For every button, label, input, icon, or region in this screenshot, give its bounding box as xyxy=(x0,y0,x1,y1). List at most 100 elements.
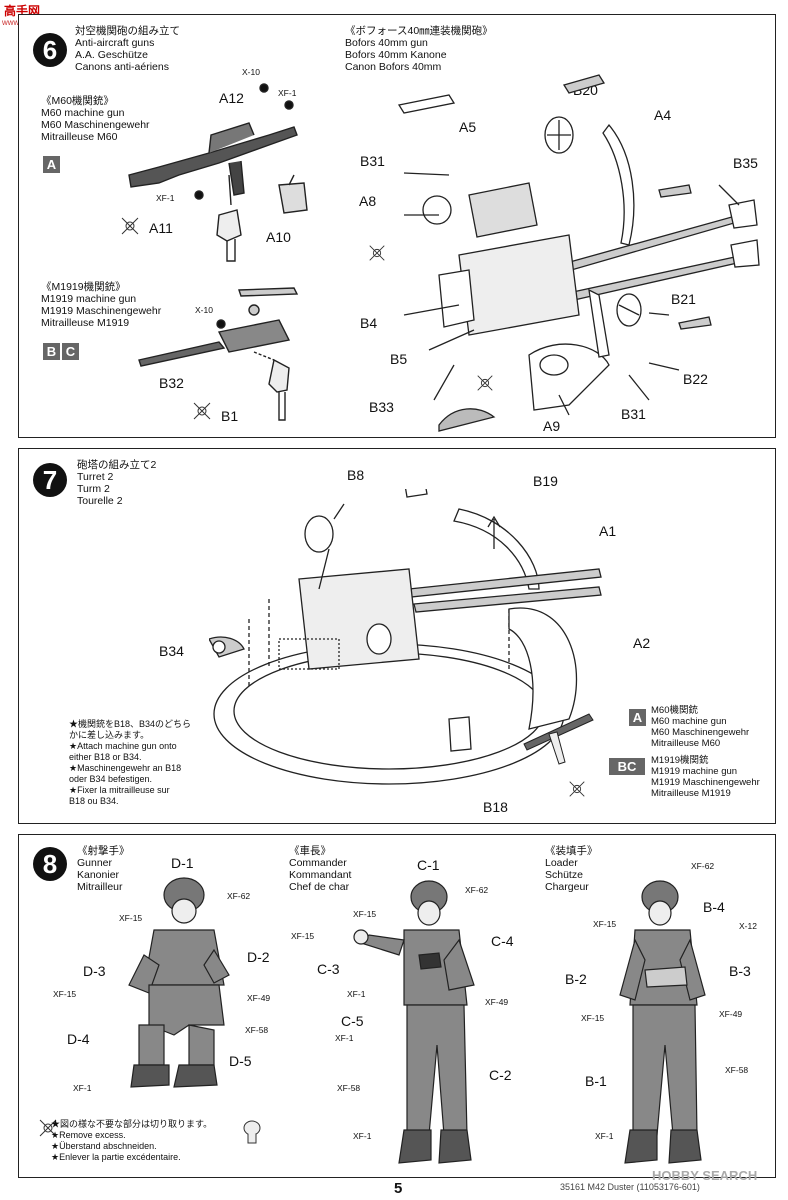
part-a4: A4 xyxy=(654,107,672,123)
part-c5: C-5 xyxy=(341,1013,364,1029)
bofors-gun-drawing xyxy=(397,74,760,432)
part-d3: D-3 xyxy=(83,963,106,979)
part-b22: B22 xyxy=(683,371,708,387)
loader-paint-xf1: XF-1 xyxy=(595,1131,614,1141)
cmd-paint-xf62: XF-62 xyxy=(465,885,489,895)
sprue-c-label: C xyxy=(62,343,79,360)
part-b8: B8 xyxy=(347,467,365,483)
footer-watermark: HOBBY SEARCH xyxy=(652,1168,758,1183)
step8-number: 8 xyxy=(33,847,67,881)
part-b2-fig: B-2 xyxy=(565,971,587,987)
legend-box-a: A xyxy=(629,709,646,726)
gunner-paint-xf1: XF-1 xyxy=(73,1083,92,1093)
part-b18: B18 xyxy=(483,799,508,815)
part-c4: C-4 xyxy=(491,933,514,949)
paint-xf1-m60a: XF-1 xyxy=(278,88,297,98)
loader-paint-xf15b: XF-15 xyxy=(581,1013,605,1023)
part-b3-fig: B-3 xyxy=(729,963,751,979)
part-b31-bottom: B31 xyxy=(621,406,646,422)
part-b19: B19 xyxy=(533,473,558,489)
loader-paint-xf62: XF-62 xyxy=(691,861,715,871)
gunner-figure xyxy=(128,877,230,1088)
excess-icon-5 xyxy=(569,781,585,797)
part-a12: A12 xyxy=(219,90,244,106)
m60-gun-drawing xyxy=(128,83,308,262)
part-d1: D-1 xyxy=(171,855,194,871)
part-b1: B1 xyxy=(221,408,239,424)
part-b4-fig: B-4 xyxy=(703,899,725,915)
cmd-paint-xf58: XF-58 xyxy=(337,1083,361,1093)
loader-paint-xf58: XF-58 xyxy=(725,1065,749,1075)
part-a1: A1 xyxy=(599,523,617,539)
part-c1: C-1 xyxy=(417,857,440,873)
part-b1-fig: B-1 xyxy=(585,1073,607,1089)
part-b34: B34 xyxy=(159,643,184,659)
part-c3: C-3 xyxy=(317,961,340,977)
paint-x10-m60: X-10 xyxy=(242,67,260,77)
m1919-gun-drawing xyxy=(138,287,299,421)
small-gun-drawing xyxy=(523,713,594,765)
sprue-a-label: A xyxy=(43,156,60,173)
cmd-paint-xf49: XF-49 xyxy=(485,997,509,1007)
gunner-paint-xf62: XF-62 xyxy=(227,891,251,901)
excess-icon-3 xyxy=(369,245,385,261)
step7-note: ★機関銃をB18、B34のどちらかに差し込みます。★Attach machine… xyxy=(69,719,192,806)
excess-icon-4 xyxy=(477,375,493,391)
excess-icon-2 xyxy=(193,402,211,420)
excess-example-icon xyxy=(243,1120,261,1144)
commander-figure xyxy=(353,880,475,1164)
part-d2: D-2 xyxy=(247,949,270,965)
loader-paint-xf49: XF-49 xyxy=(719,1009,743,1019)
cmd-paint-xf1c: XF-1 xyxy=(353,1131,372,1141)
paint-xf1-m60b: XF-1 xyxy=(156,193,175,203)
part-d4: D-4 xyxy=(67,1031,90,1047)
part-b31-top: B31 xyxy=(360,153,385,169)
part-b21: B21 xyxy=(671,291,696,307)
turret-drawing xyxy=(209,489,602,785)
cmd-paint-xf1a: XF-1 xyxy=(347,989,366,999)
loader-paint-xf15a: XF-15 xyxy=(593,919,617,929)
part-b32: B32 xyxy=(159,375,184,391)
paint-x10-m1919: X-10 xyxy=(195,305,213,315)
part-b4: B4 xyxy=(360,315,378,331)
page-number: 5 xyxy=(394,1180,403,1197)
gunner-paint-xf58: XF-58 xyxy=(245,1025,269,1035)
step6-number: 6 xyxy=(33,33,67,67)
part-b35: B35 xyxy=(733,155,758,171)
excess-icon-6 xyxy=(39,1119,57,1137)
part-a9: A9 xyxy=(543,418,561,434)
part-b33: B33 xyxy=(369,399,394,415)
legend-box-bc: BC xyxy=(609,758,645,775)
loader-paint-x12: X-12 xyxy=(739,921,757,931)
step8-note: ★図の様な不要な部分は切り取ります。★Remove excess.★Überst… xyxy=(51,1119,213,1162)
excess-icon-1 xyxy=(121,217,139,235)
gunner-paint-xf49: XF-49 xyxy=(247,993,271,1003)
step7-number: 7 xyxy=(33,463,67,497)
part-a11: A11 xyxy=(149,220,173,236)
cmd-paint-xf15a: XF-15 xyxy=(353,909,377,919)
part-a2: A2 xyxy=(633,635,651,651)
part-a10: A10 xyxy=(266,229,291,245)
cmd-paint-xf1b: XF-1 xyxy=(335,1033,354,1043)
loader-figure xyxy=(619,880,706,1164)
part-b5: B5 xyxy=(390,351,408,367)
part-d5: D-5 xyxy=(229,1053,252,1069)
part-a5: A5 xyxy=(459,119,477,135)
gunner-paint-xf15a: XF-15 xyxy=(119,913,143,923)
part-c2: C-2 xyxy=(489,1067,512,1083)
gunner-paint-xf15b: XF-15 xyxy=(53,989,77,999)
footer-code: 35161 M42 Duster (11053176-601) xyxy=(560,1182,700,1192)
